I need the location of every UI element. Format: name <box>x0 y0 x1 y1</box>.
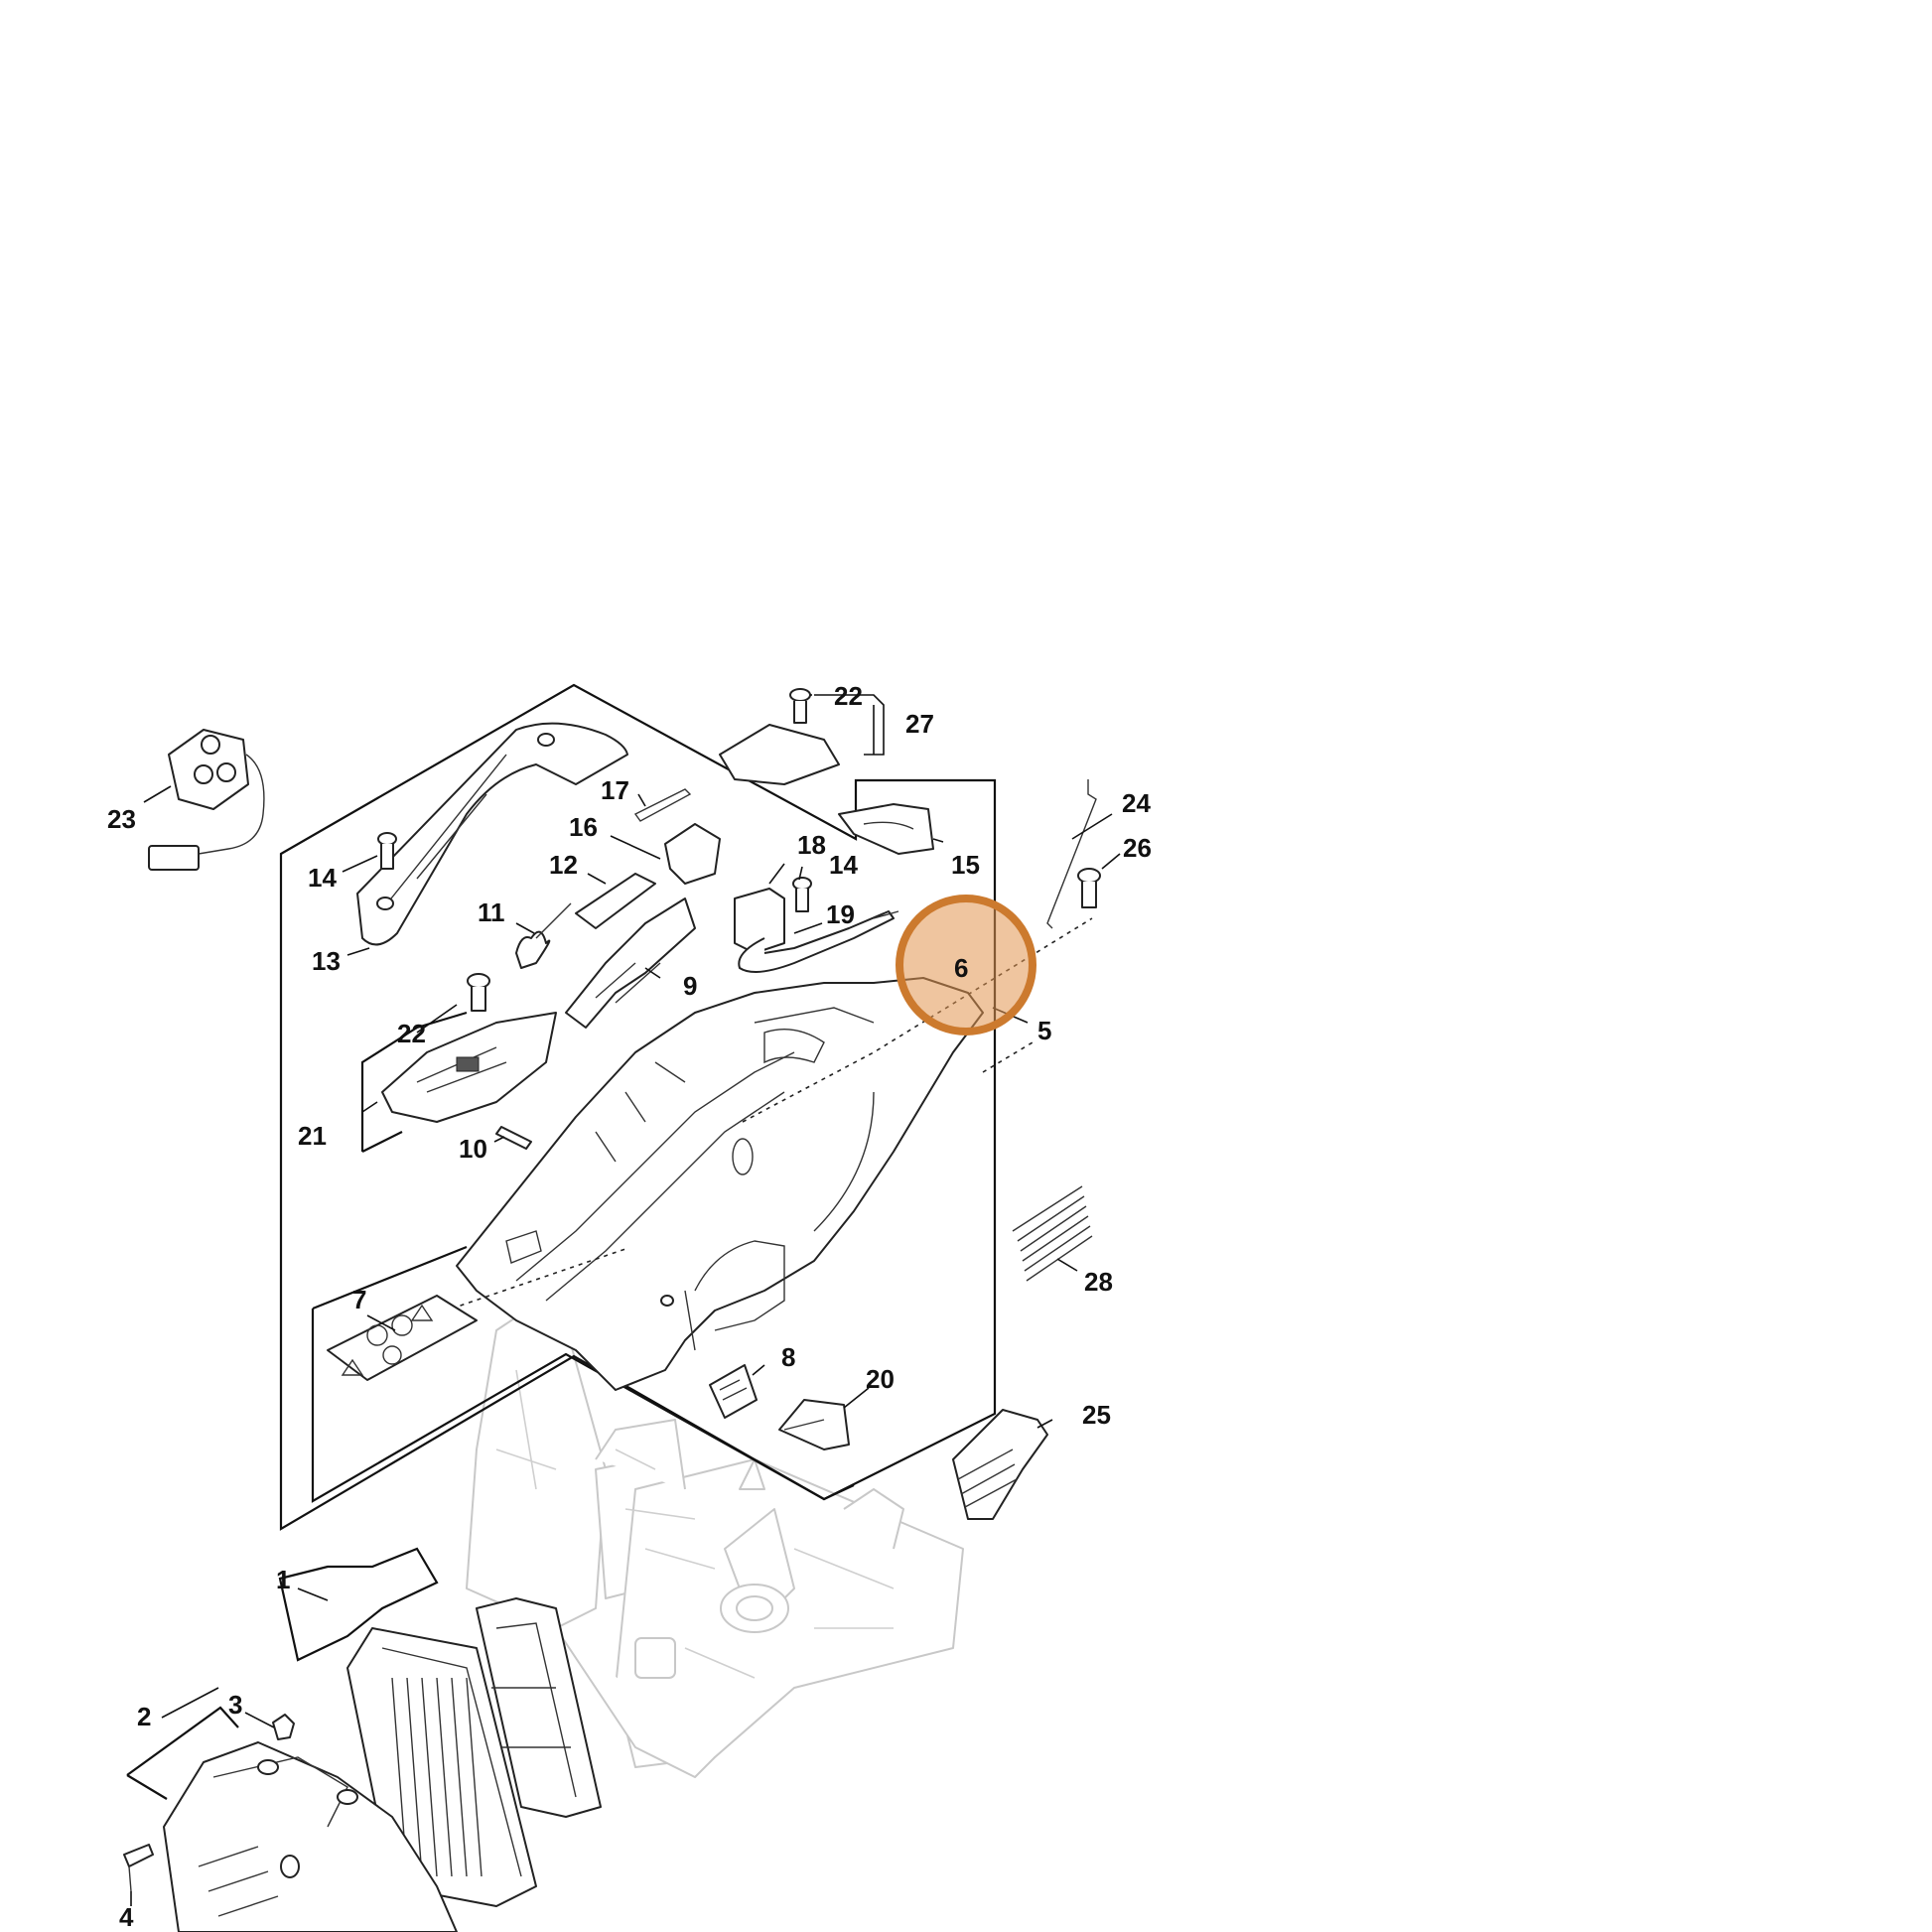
part-20-cap <box>778 1399 850 1450</box>
part-10-pin <box>495 1126 532 1150</box>
bracket-parts <box>734 888 899 973</box>
callout-14-right[interactable]: 14 <box>829 850 858 880</box>
callout-22-lower[interactable]: 22 <box>397 1019 426 1048</box>
screw-parts <box>377 688 1101 1012</box>
callout-19[interactable]: 19 <box>826 899 855 929</box>
callout-1[interactable]: 1 <box>276 1565 290 1594</box>
part-24-wire <box>1046 779 1097 929</box>
part-15-grip <box>838 803 934 855</box>
callout-20[interactable]: 20 <box>866 1364 895 1394</box>
callout-9[interactable]: 9 <box>683 971 697 1001</box>
part-28-spring <box>1012 1185 1093 1282</box>
part-11-spring <box>515 930 551 969</box>
part-16-cover <box>664 823 721 885</box>
part-23-switch <box>148 729 265 871</box>
part-3-nut <box>272 1714 295 1740</box>
callout-15[interactable]: 15 <box>951 850 980 880</box>
callout-17[interactable]: 17 <box>601 775 629 805</box>
part-25-baffle <box>952 1409 1048 1520</box>
callout-12[interactable]: 12 <box>549 850 578 880</box>
callout-10[interactable]: 10 <box>459 1134 487 1164</box>
callout-4[interactable]: 4 <box>119 1902 134 1932</box>
throttle-parts <box>515 788 721 1029</box>
part-14-screw-right <box>792 877 812 912</box>
part-21-cover <box>381 1012 557 1150</box>
callout-labels: 1 2 3 4 5 6 7 8 9 10 11 12 13 14 14 15 1… <box>107 681 1152 1932</box>
callout-24[interactable]: 24 <box>1122 788 1151 818</box>
callout-26[interactable]: 26 <box>1123 833 1152 863</box>
callout-27[interactable]: 27 <box>905 709 934 739</box>
part-27-cover <box>719 724 840 785</box>
callout-28[interactable]: 28 <box>1084 1267 1113 1297</box>
part-12-lever <box>575 873 656 929</box>
part-5-main-shroud <box>456 977 984 1391</box>
callout-18[interactable]: 18 <box>797 830 826 860</box>
part-17-rod <box>633 788 692 822</box>
part-13-handle <box>356 722 628 946</box>
top-cover-parts <box>719 724 934 855</box>
part-2-filter-cover <box>163 1741 458 1932</box>
part-19-cable <box>738 910 895 973</box>
callout-6[interactable]: 6 <box>954 953 968 983</box>
assembly-dashed-lines <box>451 917 1093 1310</box>
highlight-part-6[interactable] <box>896 895 1036 1035</box>
part-8-decal <box>709 1364 758 1419</box>
part-22-screw-upper <box>789 688 811 724</box>
callout-5[interactable]: 5 <box>1037 1016 1051 1045</box>
callout-8[interactable]: 8 <box>781 1342 795 1372</box>
callout-7[interactable]: 7 <box>352 1285 366 1314</box>
assembly-frame <box>126 683 997 1800</box>
callout-11[interactable]: 11 <box>478 897 505 927</box>
part-26-screw <box>1077 868 1101 908</box>
callout-14-left[interactable]: 14 <box>308 863 337 893</box>
part-7-warning-decal <box>327 1295 478 1381</box>
callout-13[interactable]: 13 <box>312 946 341 976</box>
callout-23[interactable]: 23 <box>107 804 136 834</box>
part-18-bracket <box>734 888 785 954</box>
engine-housing-drawing <box>466 1290 964 1778</box>
callout-21[interactable]: 21 <box>298 1121 327 1151</box>
part-22-screw-lower <box>467 973 490 1012</box>
callout-2[interactable]: 2 <box>137 1702 151 1731</box>
callout-3[interactable]: 3 <box>228 1690 242 1720</box>
callout-22-upper[interactable]: 22 <box>834 681 863 711</box>
callout-25[interactable]: 25 <box>1082 1400 1111 1430</box>
part-4-screw <box>123 1844 154 1892</box>
callout-16[interactable]: 16 <box>569 812 598 842</box>
part-14-screw-left <box>377 832 397 870</box>
